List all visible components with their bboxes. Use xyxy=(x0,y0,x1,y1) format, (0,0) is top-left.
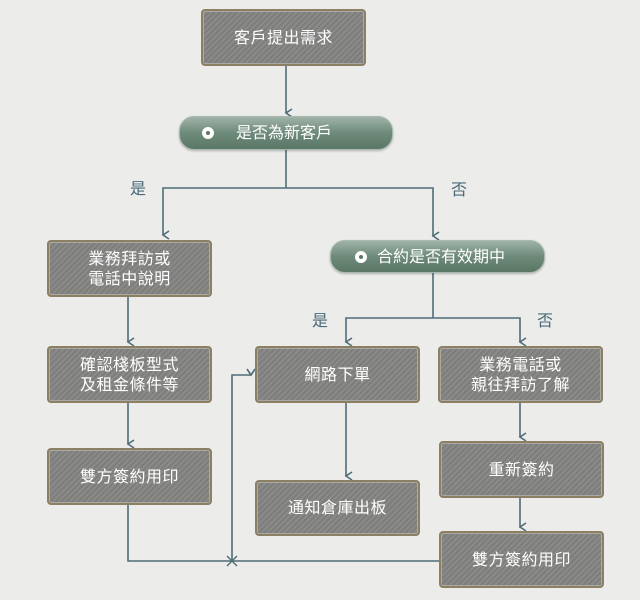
node-sign-left: 雙方簽約用印 xyxy=(47,448,212,505)
edge-newcust-no xyxy=(286,187,440,241)
node-label: 確認棧板型式 及租金條件等 xyxy=(79,354,179,394)
decision-is-new-customer: 是否為新客戶 xyxy=(179,116,393,150)
edge-signleft-to-merge xyxy=(127,505,232,562)
edge-newcust-yes xyxy=(161,187,286,240)
node-label: 通知倉庫出板 xyxy=(287,498,387,517)
label-no-new-customer: 否 xyxy=(451,180,468,199)
node-label: 雙方簽約用印 xyxy=(471,549,571,569)
edge-contract-no xyxy=(433,317,527,347)
node-resign: 重新簽約 xyxy=(439,441,604,498)
node-customer-need: 客戶提出需求 xyxy=(201,9,366,66)
decision-contract-active: 合約是否有效期中 xyxy=(330,240,545,273)
merge-cross xyxy=(226,555,238,567)
node-label: 雙方簽約用印 xyxy=(79,466,179,486)
radio-dot-icon xyxy=(355,250,367,263)
edge-contract-yes xyxy=(344,317,433,347)
node-sign-right: 雙方簽約用印 xyxy=(439,531,604,588)
node-label: 客戶提出需求 xyxy=(233,27,333,47)
node-label: 合約是否有效期中 xyxy=(377,246,506,266)
node-label: 重新簽約 xyxy=(488,459,555,479)
node-sales-phone-visit: 業務電話或 親往拜訪了解 xyxy=(438,346,603,403)
edge-merge-to-order xyxy=(231,368,256,561)
node-confirm-format: 確認棧板型式 及租金條件等 xyxy=(47,346,212,403)
node-label: 是否為新客戶 xyxy=(236,123,333,142)
radio-dot-icon xyxy=(202,127,214,139)
node-sales-visit-phone: 業務拜訪或 電話中說明 xyxy=(47,240,212,297)
node-online-order: 網路下單 xyxy=(255,346,420,403)
node-notify-warehouse: 通知倉庫出板 xyxy=(255,480,420,536)
label-yes-new-customer: 是 xyxy=(130,179,147,198)
label-no-contract: 否 xyxy=(537,311,554,330)
label-yes-contract: 是 xyxy=(312,311,329,330)
node-label: 業務拜訪或 電話中說明 xyxy=(88,248,171,288)
node-label: 業務電話或 親往拜訪了解 xyxy=(470,354,570,394)
node-label: 網路下單 xyxy=(304,364,371,384)
